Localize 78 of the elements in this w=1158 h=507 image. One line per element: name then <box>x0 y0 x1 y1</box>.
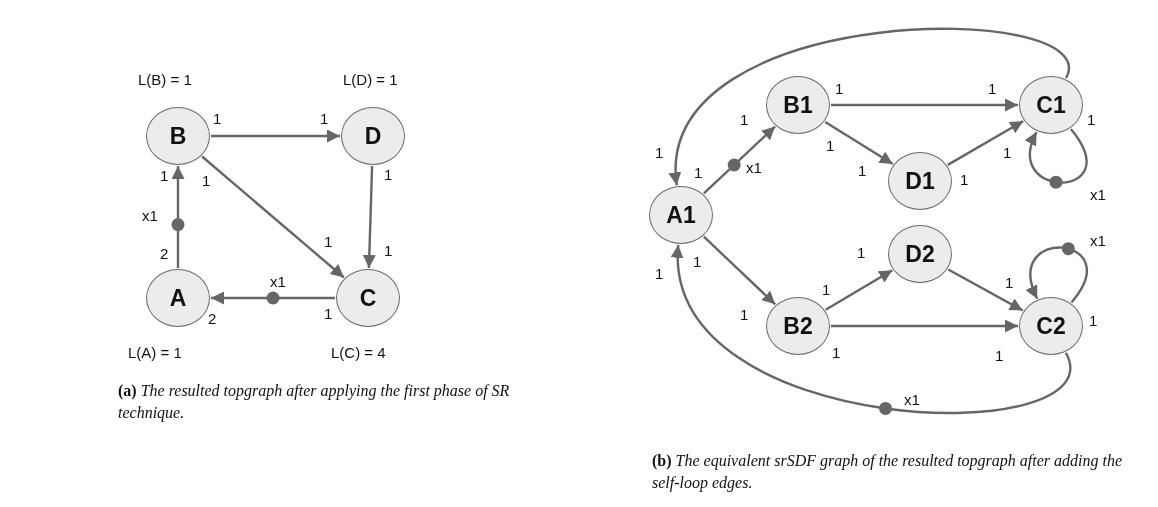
rate-label: 1 <box>324 306 333 321</box>
node-label: B2 <box>783 314 813 338</box>
arrow <box>703 125 776 195</box>
rate-label: 1 <box>822 282 831 297</box>
node-label: A <box>169 286 187 310</box>
edge-label: x1 <box>141 208 159 223</box>
rate-label: 1 <box>320 111 329 126</box>
edge-label: x1 <box>1089 233 1107 248</box>
rate-label: 1 <box>1089 313 1098 328</box>
rate-label: 1 <box>655 266 664 281</box>
arrow <box>1026 246 1088 304</box>
rate-label: 1 <box>202 173 211 188</box>
rate-label: 1 <box>835 81 844 96</box>
rate-label: 1 <box>858 163 867 178</box>
arrow <box>1025 128 1088 184</box>
rate-label: 1 <box>857 245 866 260</box>
node-annotation: L(C) = 4 <box>331 345 386 360</box>
rate-label: 1 <box>988 81 997 96</box>
node-label: D2 <box>905 242 935 266</box>
arrow <box>831 98 1018 112</box>
rate-label: 1 <box>694 165 703 180</box>
rate-label: 1 <box>384 243 393 258</box>
arrow <box>673 244 1071 414</box>
rate-label: 1 <box>384 167 393 182</box>
node-label: D1 <box>905 169 935 193</box>
node-label: C2 <box>1036 314 1066 338</box>
rate-label: 1 <box>740 112 749 127</box>
figure-caption: (a) The resulted topgraph after applying the first phase of SR technique. <box>118 381 511 424</box>
arrow <box>703 235 776 306</box>
node-label: B1 <box>783 93 813 117</box>
rate-label: 1 <box>1003 145 1012 160</box>
rate-label: 1 <box>213 111 222 126</box>
rate-label: 1 <box>655 145 664 160</box>
rate-label: 1 <box>995 348 1004 363</box>
arrow <box>671 27 1069 186</box>
arrow <box>211 291 335 305</box>
arrow <box>171 166 185 268</box>
figure-caption: (b) The equivalent srSDF graph of the resulted topgraph after adding the self-loop edges. <box>652 451 1124 494</box>
actor-node <box>649 186 713 244</box>
arrow <box>947 120 1024 166</box>
edge-label: x1 <box>745 160 763 175</box>
rate-label: 1 <box>826 138 835 153</box>
node-annotation: L(B) = 1 <box>138 72 192 87</box>
actor-node <box>1019 297 1083 355</box>
actor-node <box>766 76 830 134</box>
arrow <box>211 129 340 143</box>
edge-label: x1 <box>1089 187 1107 202</box>
node-label: C <box>359 286 377 310</box>
node-label: B <box>169 124 187 148</box>
node-annotation: L(A) = 1 <box>128 345 182 360</box>
arrow <box>824 120 894 166</box>
arrow <box>825 269 893 311</box>
arrow <box>362 165 376 269</box>
rate-label: 2 <box>160 246 169 261</box>
rate-label: 1 <box>1005 275 1014 290</box>
rate-label: 1 <box>740 307 749 322</box>
rate-label: 2 <box>208 311 217 326</box>
actor-node <box>336 269 400 327</box>
actor-node <box>766 297 830 355</box>
arrow <box>831 319 1018 333</box>
rate-label: 1 <box>324 234 333 249</box>
node-annotation: L(D) = 1 <box>343 72 398 87</box>
node-label: D <box>364 124 382 148</box>
rate-label: 1 <box>960 172 969 187</box>
actor-node <box>888 152 952 210</box>
rate-label: 1 <box>693 254 702 269</box>
rate-label: 1 <box>832 345 841 360</box>
edge-label: x1 <box>903 392 921 407</box>
rate-label: 1 <box>160 168 169 183</box>
node-label: A1 <box>666 203 696 227</box>
rate-label: 1 <box>1087 112 1096 127</box>
actor-node <box>1019 76 1083 134</box>
node-label: C1 <box>1036 93 1066 117</box>
arrow <box>201 155 345 279</box>
edge-label: x1 <box>269 274 287 289</box>
arrow <box>947 268 1024 312</box>
actor-node <box>146 107 210 165</box>
actor-node <box>888 225 952 283</box>
